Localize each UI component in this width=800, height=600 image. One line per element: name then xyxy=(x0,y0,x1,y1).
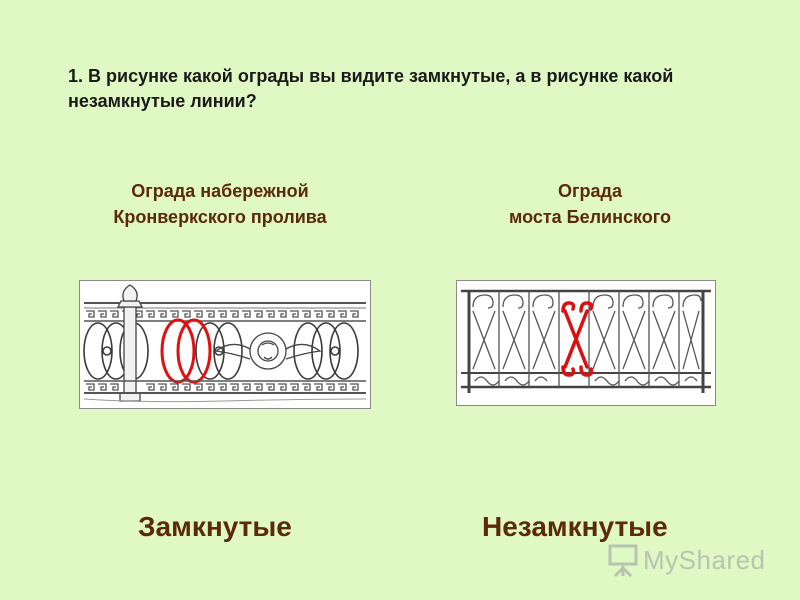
right-fence-caption: Ограда моста Белинского xyxy=(445,178,735,230)
kronverk-fence-image xyxy=(79,280,371,409)
right-caption-line2: моста Белинского xyxy=(508,207,672,227)
presentation-board-icon xyxy=(608,544,638,578)
right-caption-line1: Ограда xyxy=(558,181,622,201)
left-caption-line1: Ограда набережной xyxy=(131,181,309,201)
left-caption-line2: Кронверкского пролива xyxy=(113,207,327,227)
watermark-logo: MyShared xyxy=(605,540,765,578)
kronverk-fence-drawing xyxy=(83,284,367,403)
left-fence-caption: Ограда набережной Кронверкского пролива xyxy=(60,178,380,230)
watermark-text: MyShared xyxy=(643,545,766,575)
right-answer: Незамкнутые xyxy=(482,511,668,542)
belinsky-fence-image xyxy=(456,280,716,406)
left-answer: Замкнутые xyxy=(138,511,292,542)
belinsky-fence-drawing xyxy=(461,289,711,393)
question-text: 1. В рисунке какой ограды вы видите замк… xyxy=(68,66,674,111)
